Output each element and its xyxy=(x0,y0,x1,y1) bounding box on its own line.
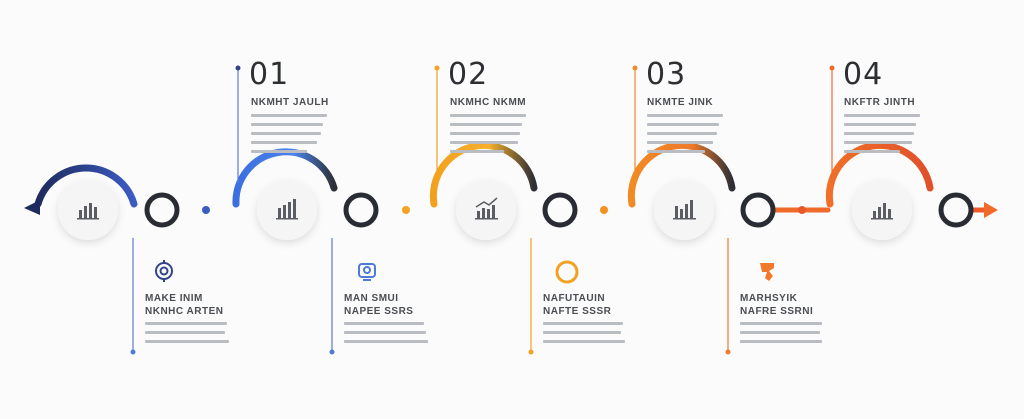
node-4 xyxy=(654,180,714,240)
step-number-4: 04 xyxy=(843,57,884,92)
placeholder-text-block xyxy=(543,322,625,343)
step-number-3: 03 xyxy=(646,57,687,92)
end-arrow xyxy=(984,202,998,218)
ring-4 xyxy=(740,192,776,228)
step-number-2: 02 xyxy=(448,57,489,92)
connector-1-dot xyxy=(202,206,210,214)
arc-3 xyxy=(429,141,538,208)
bar-chart-icon xyxy=(673,200,696,220)
node-2 xyxy=(257,180,317,240)
callout-dot xyxy=(528,349,534,355)
bar-chart-icon xyxy=(276,199,298,220)
puzzle-icon xyxy=(760,263,774,281)
step-subtitle-bottom-3: NAFTE SSSR xyxy=(543,306,612,317)
bar-chart-icon xyxy=(871,203,893,220)
connector-3-dot xyxy=(600,206,608,214)
ring-1 xyxy=(144,192,180,228)
ring-3 xyxy=(542,192,578,228)
ring-icon xyxy=(555,260,579,284)
step-title-top-2: NKMHC NKMM xyxy=(450,97,527,108)
callout-dot xyxy=(130,349,136,355)
placeholder-text-block xyxy=(450,114,526,153)
ring-5 xyxy=(938,192,974,228)
step-subtitle-bottom-1: NKNHC ARTEN xyxy=(145,306,224,317)
growth-chart-icon xyxy=(475,197,498,220)
node-1 xyxy=(58,180,118,240)
node-5 xyxy=(852,180,912,240)
callout-dot xyxy=(235,65,241,71)
callout-dot xyxy=(434,65,440,71)
connector-4-dot xyxy=(798,206,806,214)
arc-1-arrow xyxy=(24,200,40,215)
step-subtitle-bottom-4: NAFRE SSRNI xyxy=(740,306,814,317)
ring-2 xyxy=(343,192,379,228)
placeholder-text-block xyxy=(344,322,428,343)
placeholder-text-block xyxy=(647,114,723,153)
callout-dot xyxy=(725,349,731,355)
callout-dot xyxy=(329,349,335,355)
gear-icon xyxy=(358,263,376,281)
callout-dot xyxy=(632,65,638,71)
step-title-bottom-3: NAFUTAUIN xyxy=(543,293,606,304)
step-title-top-4: NKFTR JINTH xyxy=(844,97,916,108)
step-title-top-3: NKMTE JINK xyxy=(647,97,714,108)
arc-1 xyxy=(34,164,138,208)
placeholder-text-block xyxy=(251,114,327,153)
arc-4 xyxy=(627,141,736,208)
node-3 xyxy=(456,180,516,240)
step-subtitle-bottom-2: NAPEE SSRS xyxy=(344,306,414,317)
callout-dot xyxy=(829,65,835,71)
step-title-bottom-4: MARHSYIK xyxy=(740,293,798,304)
step-number-1: 01 xyxy=(249,57,290,92)
placeholder-text-block xyxy=(844,114,920,153)
connector-2-dot xyxy=(402,206,410,214)
bar-chart-icon xyxy=(77,203,99,220)
placeholder-text-block xyxy=(740,322,822,343)
step-title-top-1: NKMHT JAULH xyxy=(251,97,329,108)
placeholder-text-block xyxy=(145,322,229,343)
target-icon xyxy=(155,260,173,282)
step-title-bottom-2: MAN SMUI xyxy=(344,293,399,304)
step-title-bottom-1: MAKE INIM xyxy=(145,293,203,304)
